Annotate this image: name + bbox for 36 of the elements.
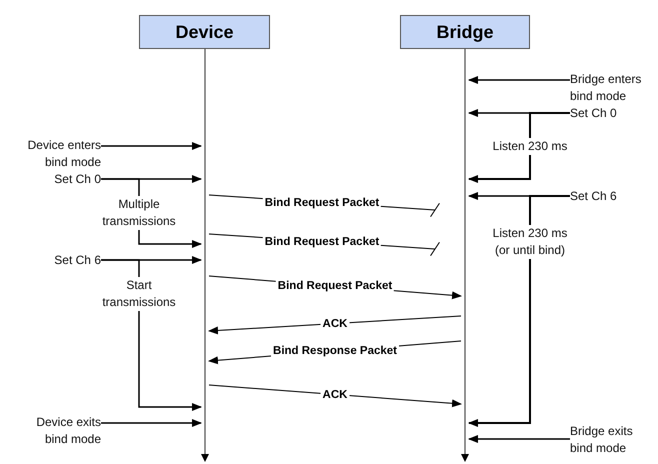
- event-note: Bridge exits bind mode: [570, 423, 655, 457]
- event-note: Bridge enters bind mode: [570, 71, 655, 107]
- message-label: ACK: [320, 316, 350, 330]
- event-note: Set Ch 6: [30, 252, 101, 269]
- event-note: Set Ch 6: [570, 188, 640, 205]
- event-note: Set Ch 0: [30, 171, 101, 188]
- message-arrow: [208, 316, 462, 334]
- event-note: Start transmissions: [97, 277, 181, 311]
- bracket-arrow: [138, 230, 202, 248]
- lifeline-arrow: [461, 49, 469, 462]
- participant-box: Bridge: [400, 15, 530, 49]
- message-label: Bind Response Packet: [271, 344, 399, 358]
- bracket-arrow: [468, 155, 531, 183]
- bracket-line: [529, 112, 570, 138]
- message-label: Bind Request Packet: [262, 234, 382, 248]
- lifeline-arrow: [201, 49, 209, 462]
- event-note: Multiple transmissions: [97, 196, 181, 230]
- bracket-line: [529, 195, 570, 225]
- message-label: ACK: [320, 388, 350, 402]
- bracket-line: [101, 259, 140, 277]
- event-note: Set Ch 0: [570, 105, 640, 122]
- event-arrow: [101, 419, 202, 427]
- event-arrow: [468, 435, 570, 443]
- event-arrow: [468, 76, 570, 84]
- bracket-arrow: [468, 259, 531, 427]
- bracket-line: [101, 178, 140, 196]
- message-arrow: [208, 384, 462, 408]
- event-note: Listen 230 ms (or until bind): [485, 225, 575, 259]
- event-note: Device exits bind mode: [18, 414, 101, 450]
- bracket-arrow: [138, 311, 202, 411]
- event-note: Device enters bind mode: [18, 137, 101, 173]
- participant-box: Device: [139, 15, 270, 49]
- message-label: Bind Request Packet: [276, 279, 394, 293]
- event-arrow: [101, 142, 202, 150]
- message-label: Bind Request Packet: [262, 196, 382, 210]
- event-note: Listen 230 ms: [485, 138, 575, 155]
